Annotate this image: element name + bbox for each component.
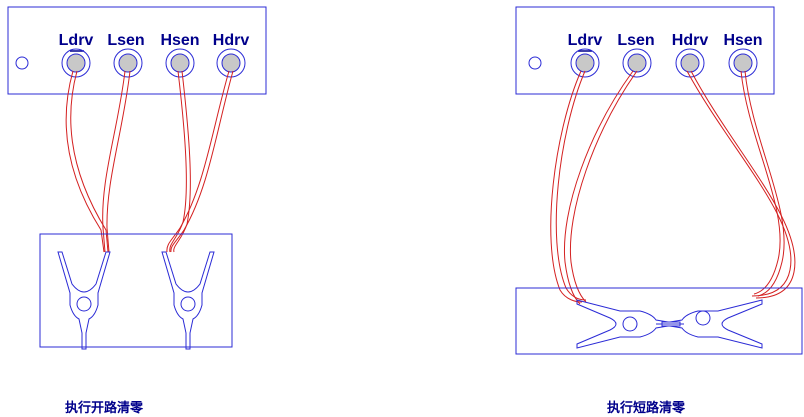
- terminal-label-lsen-right: Lsen: [617, 32, 654, 49]
- open-zeroing-diagram: Ldrv Lsen Hsen Hdrv: [7, 6, 267, 416]
- shorted-clip-pair-right: [576, 299, 763, 349]
- terminal-label-hsen-left: Hsen: [160, 32, 199, 49]
- caption-short-zeroing: 执行短路清零: [607, 400, 686, 416]
- terminal-jack-lsen-right: [622, 48, 652, 78]
- kelvin-clip-low-right: [576, 299, 681, 349]
- test-lead-wires-right: [550, 70, 796, 305]
- panel-indicator-left: [15, 56, 29, 70]
- kelvin-clip-high-right: [661, 299, 763, 349]
- terminal-label-lsen-left: Lsen: [107, 32, 144, 49]
- terminal-label-hdrv-right: Hdrv: [672, 32, 709, 49]
- clip-fixture-right: [515, 287, 803, 355]
- terminal-jack-ldrv-right: [570, 48, 600, 78]
- terminal-jack-hdrv-right: [675, 48, 705, 78]
- terminal-jack-ldrv-left: [61, 48, 91, 78]
- terminal-jack-hsen-right: [728, 48, 758, 78]
- terminal-panel-right: [515, 6, 775, 95]
- terminal-label-ldrv-left: Ldrv: [59, 32, 94, 49]
- terminal-label-hdrv-left: Hdrv: [213, 32, 250, 49]
- panel-indicator-right: [528, 56, 542, 70]
- clip-fixture-left: [39, 233, 233, 348]
- terminal-panel-left: [7, 6, 267, 95]
- test-lead-wires-left: [65, 70, 234, 253]
- terminal-label-ldrv-right: Ldrv: [568, 32, 603, 49]
- caption-open-zeroing: 执行开路清零: [65, 400, 144, 416]
- terminal-jack-hsen-left: [165, 48, 195, 78]
- terminal-jack-lsen-left: [113, 48, 143, 78]
- terminal-label-hsen-right: Hsen: [723, 32, 762, 49]
- terminal-jack-hdrv-left: [216, 48, 246, 78]
- kelvin-clip-low-left: [57, 251, 111, 350]
- kelvin-clip-high-left: [161, 251, 215, 350]
- short-zeroing-diagram: Ldrv Lsen Hdrv Hsen: [515, 6, 803, 416]
